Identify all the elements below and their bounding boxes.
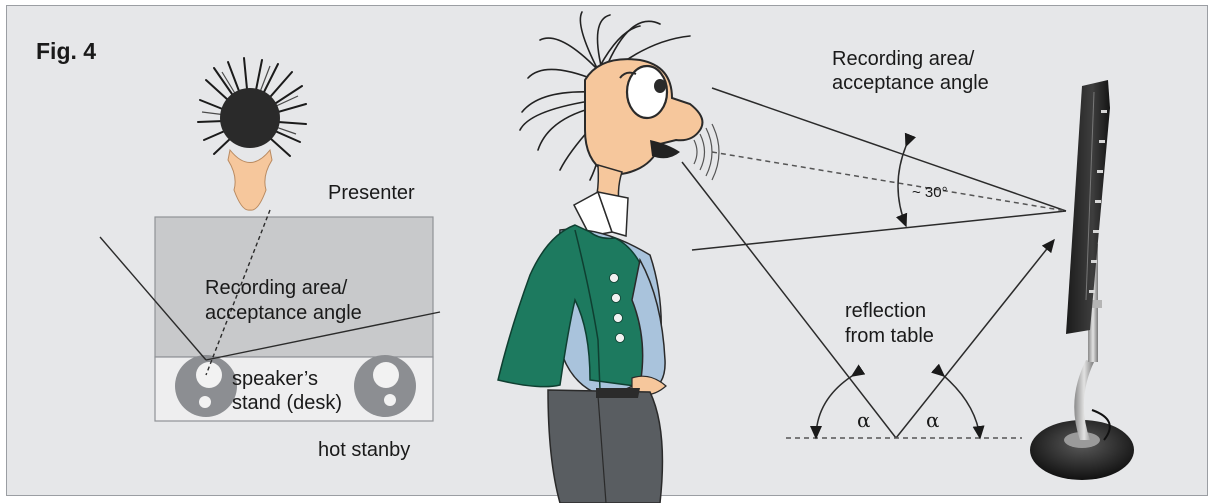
reflection-label: reflection from table (845, 299, 934, 349)
reflection-lines (681, 161, 1055, 440)
left-recording-area-line1: Recording area/ (205, 277, 348, 299)
right-recording-area-line1: Recording area/ (832, 48, 975, 70)
presenter-head-top-view (197, 57, 307, 211)
reflection-line1: reflection (845, 300, 927, 322)
microphone-stand-icon (1030, 80, 1134, 480)
right-recording-area-label: Recording area/ acceptance angle (832, 47, 989, 95)
presenter-cartoon (497, 11, 704, 503)
right-acceptance-lines (691, 87, 1067, 251)
microphone-right-icon (354, 355, 416, 417)
figure-label: Fig. 4 (36, 38, 97, 64)
speakers-stand-line1: speaker’s (232, 368, 318, 390)
presenter-label: Presenter (328, 182, 415, 204)
reflection-line2: from table (845, 325, 934, 347)
alpha-right-label: α (926, 408, 940, 432)
left-acceptance-lines (99, 209, 441, 376)
speakers-stand-label: speaker’s stand (desk) (232, 367, 342, 415)
alpha-left-label: α (857, 408, 871, 432)
speakers-stand-line2: stand (desk) (232, 392, 343, 414)
left-recording-area-line2: acceptance angle (205, 302, 362, 324)
microphone-left-icon (175, 355, 237, 417)
desk-area (154, 216, 434, 358)
right-recording-area-line2: acceptance angle (832, 72, 989, 94)
hot-standby-label: hot stanby (318, 439, 411, 461)
left-recording-area-label: Recording area/ acceptance angle (205, 276, 362, 326)
angle-label: ~ 30° (912, 184, 948, 201)
